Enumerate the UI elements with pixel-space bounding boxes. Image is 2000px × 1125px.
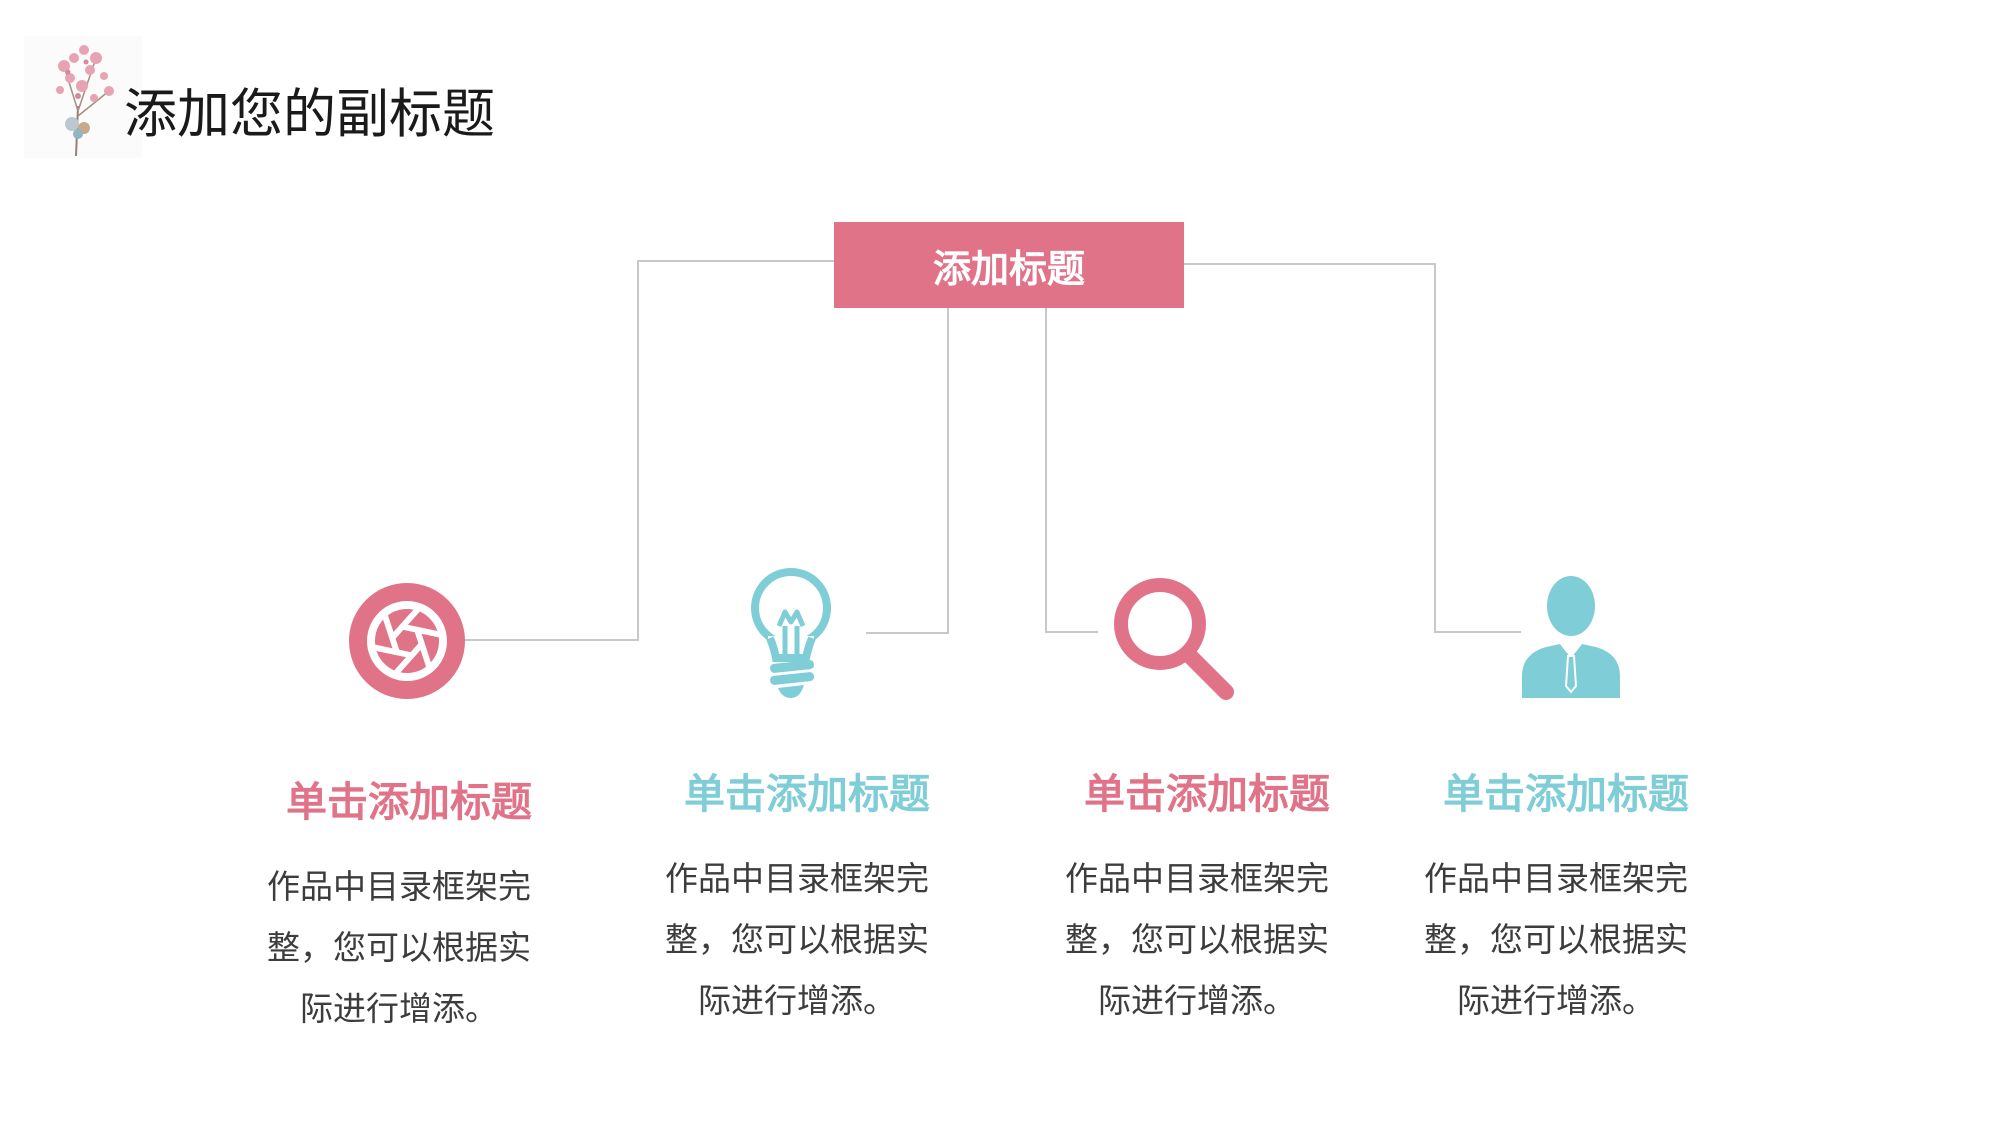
page-subtitle: 添加您的副标题	[124, 84, 495, 145]
feature-title[interactable]: 单击添加标题	[1084, 770, 1330, 818]
aperture-icon	[349, 583, 465, 699]
feature-title[interactable]: 单击添加标题	[1443, 770, 1689, 818]
feature-description: 作品中目录框架完整，您可以根据实际进行增添。	[1424, 859, 1688, 1020]
feature-column-3: 单击添加标题 作品中目录框架完整，您可以根据实际进行增添。	[1062, 760, 1352, 1031]
center-title: 添加标题	[932, 246, 1085, 291]
connector-line-4	[1184, 263, 1521, 633]
connector-line-1	[465, 260, 834, 641]
feature-column-2: 单击添加标题 作品中目录框架完整，您可以根据实际进行增添。	[662, 760, 952, 1031]
feature-description: 作品中目录框架完整，您可以根据实际进行增添。	[665, 859, 929, 1020]
feature-column-1: 单击添加标题 作品中目录框架完整，您可以根据实际进行增添。	[264, 768, 554, 1039]
businessman-icon	[1522, 576, 1620, 698]
feature-title[interactable]: 单击添加标题	[286, 778, 532, 826]
lightbulb-icon	[751, 568, 831, 698]
magnifier-icon	[1114, 578, 1234, 700]
feature-description: 作品中目录框架完整，您可以根据实际进行增添。	[267, 867, 531, 1028]
feature-description: 作品中目录框架完整，您可以根据实际进行增添。	[1065, 859, 1329, 1020]
blossom-logo	[24, 36, 142, 158]
feature-column-4: 单击添加标题 作品中目录框架完整，您可以根据实际进行增添。	[1421, 760, 1711, 1031]
connector-line-2	[866, 308, 949, 634]
connector-line-3	[1045, 308, 1098, 633]
feature-title[interactable]: 单击添加标题	[684, 770, 930, 818]
center-title-box: 添加标题	[834, 222, 1184, 308]
